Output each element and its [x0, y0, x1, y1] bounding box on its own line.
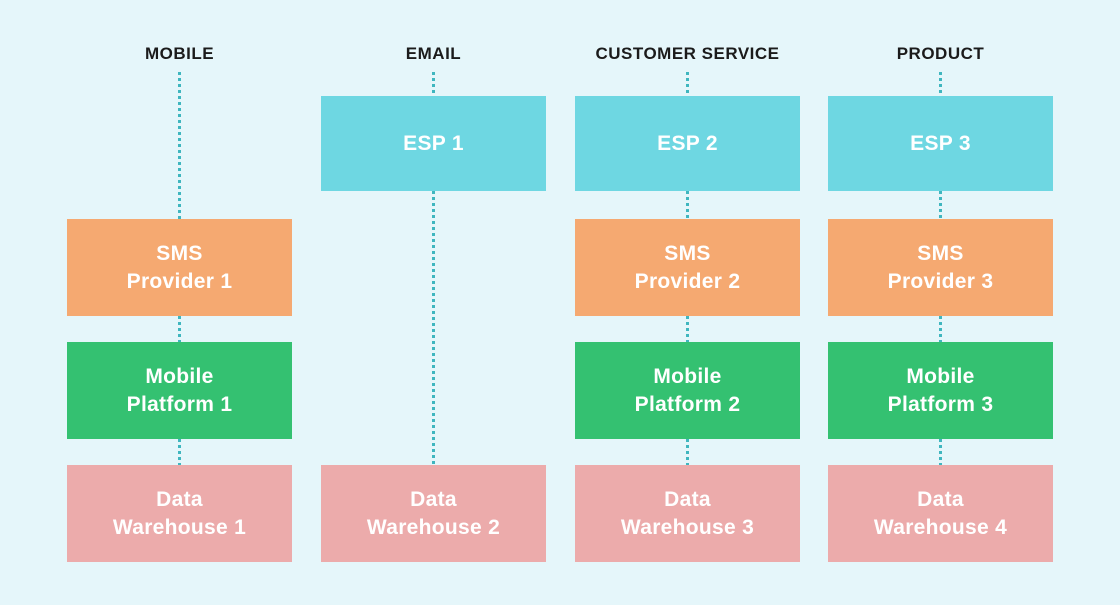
data-warehouse-3-box: Data Warehouse 3	[575, 465, 800, 562]
mobile-platform-1-box: Mobile Platform 1	[67, 342, 292, 439]
esp-2-box: ESP 2	[575, 96, 800, 191]
box-label-line: Mobile	[145, 364, 214, 388]
column-header-product: PRODUCT	[896, 44, 985, 63]
box-label-line: SMS	[664, 241, 711, 265]
mobile-platform-2-box: Mobile Platform 2	[575, 342, 800, 439]
box-label-line: Provider 2	[634, 269, 741, 293]
box-label-line: Data	[917, 487, 964, 511]
mobile-platform-3-box: Mobile Platform 3	[828, 342, 1053, 439]
box-label-line: ESP 1	[403, 131, 464, 155]
box-label-line: Platform 1	[126, 392, 233, 416]
esp-1-box: ESP 1	[321, 96, 546, 191]
box-label-line: Provider 1	[126, 269, 233, 293]
box-label-line: Platform 2	[634, 392, 741, 416]
connector-dotted-line	[178, 439, 181, 465]
box-label-line: Data	[664, 487, 711, 511]
column-header-email: EMAIL	[405, 44, 462, 63]
box-label-line: Warehouse 4	[873, 515, 1008, 539]
connector-dotted-line	[432, 72, 435, 96]
sms-provider-2-box: SMS Provider 2	[575, 219, 800, 316]
box-label-line: Warehouse 1	[112, 515, 247, 539]
box-label-line: Data	[156, 487, 203, 511]
connector-dotted-line	[686, 72, 689, 96]
sms-provider-1-box: SMS Provider 1	[67, 219, 292, 316]
column-header-mobile: MOBILE	[144, 44, 215, 63]
box-label-line: ESP 3	[910, 131, 971, 155]
esp-3-box: ESP 3	[828, 96, 1053, 191]
box-label-line: ESP 2	[657, 131, 718, 155]
connector-dotted-line	[939, 72, 942, 96]
connector-dotted-line	[939, 316, 942, 342]
box-label-line: Warehouse 3	[620, 515, 755, 539]
data-warehouse-2-box: Data Warehouse 2	[321, 465, 546, 562]
column-header-customer-service: CUSTOMER SERVICE	[595, 44, 780, 63]
connector-dotted-line	[178, 316, 181, 342]
connector-dotted-line	[178, 72, 181, 219]
data-warehouse-1-box: Data Warehouse 1	[67, 465, 292, 562]
connector-dotted-line	[686, 439, 689, 465]
connector-dotted-line	[686, 191, 689, 219]
connector-dotted-line	[686, 316, 689, 342]
box-label-line: Platform 3	[887, 392, 994, 416]
box-label-line: Mobile	[906, 364, 975, 388]
box-label-line: Provider 3	[887, 269, 994, 293]
box-label-line: Warehouse 2	[366, 515, 501, 539]
box-label-line: SMS	[156, 241, 203, 265]
connector-dotted-line	[939, 439, 942, 465]
box-label-line: Data	[410, 487, 457, 511]
box-label-line: Mobile	[653, 364, 722, 388]
data-warehouse-4-box: Data Warehouse 4	[828, 465, 1053, 562]
connector-dotted-line	[939, 191, 942, 219]
box-label-line: SMS	[917, 241, 964, 265]
sms-provider-3-box: SMS Provider 3	[828, 219, 1053, 316]
connector-dotted-line	[432, 191, 435, 465]
